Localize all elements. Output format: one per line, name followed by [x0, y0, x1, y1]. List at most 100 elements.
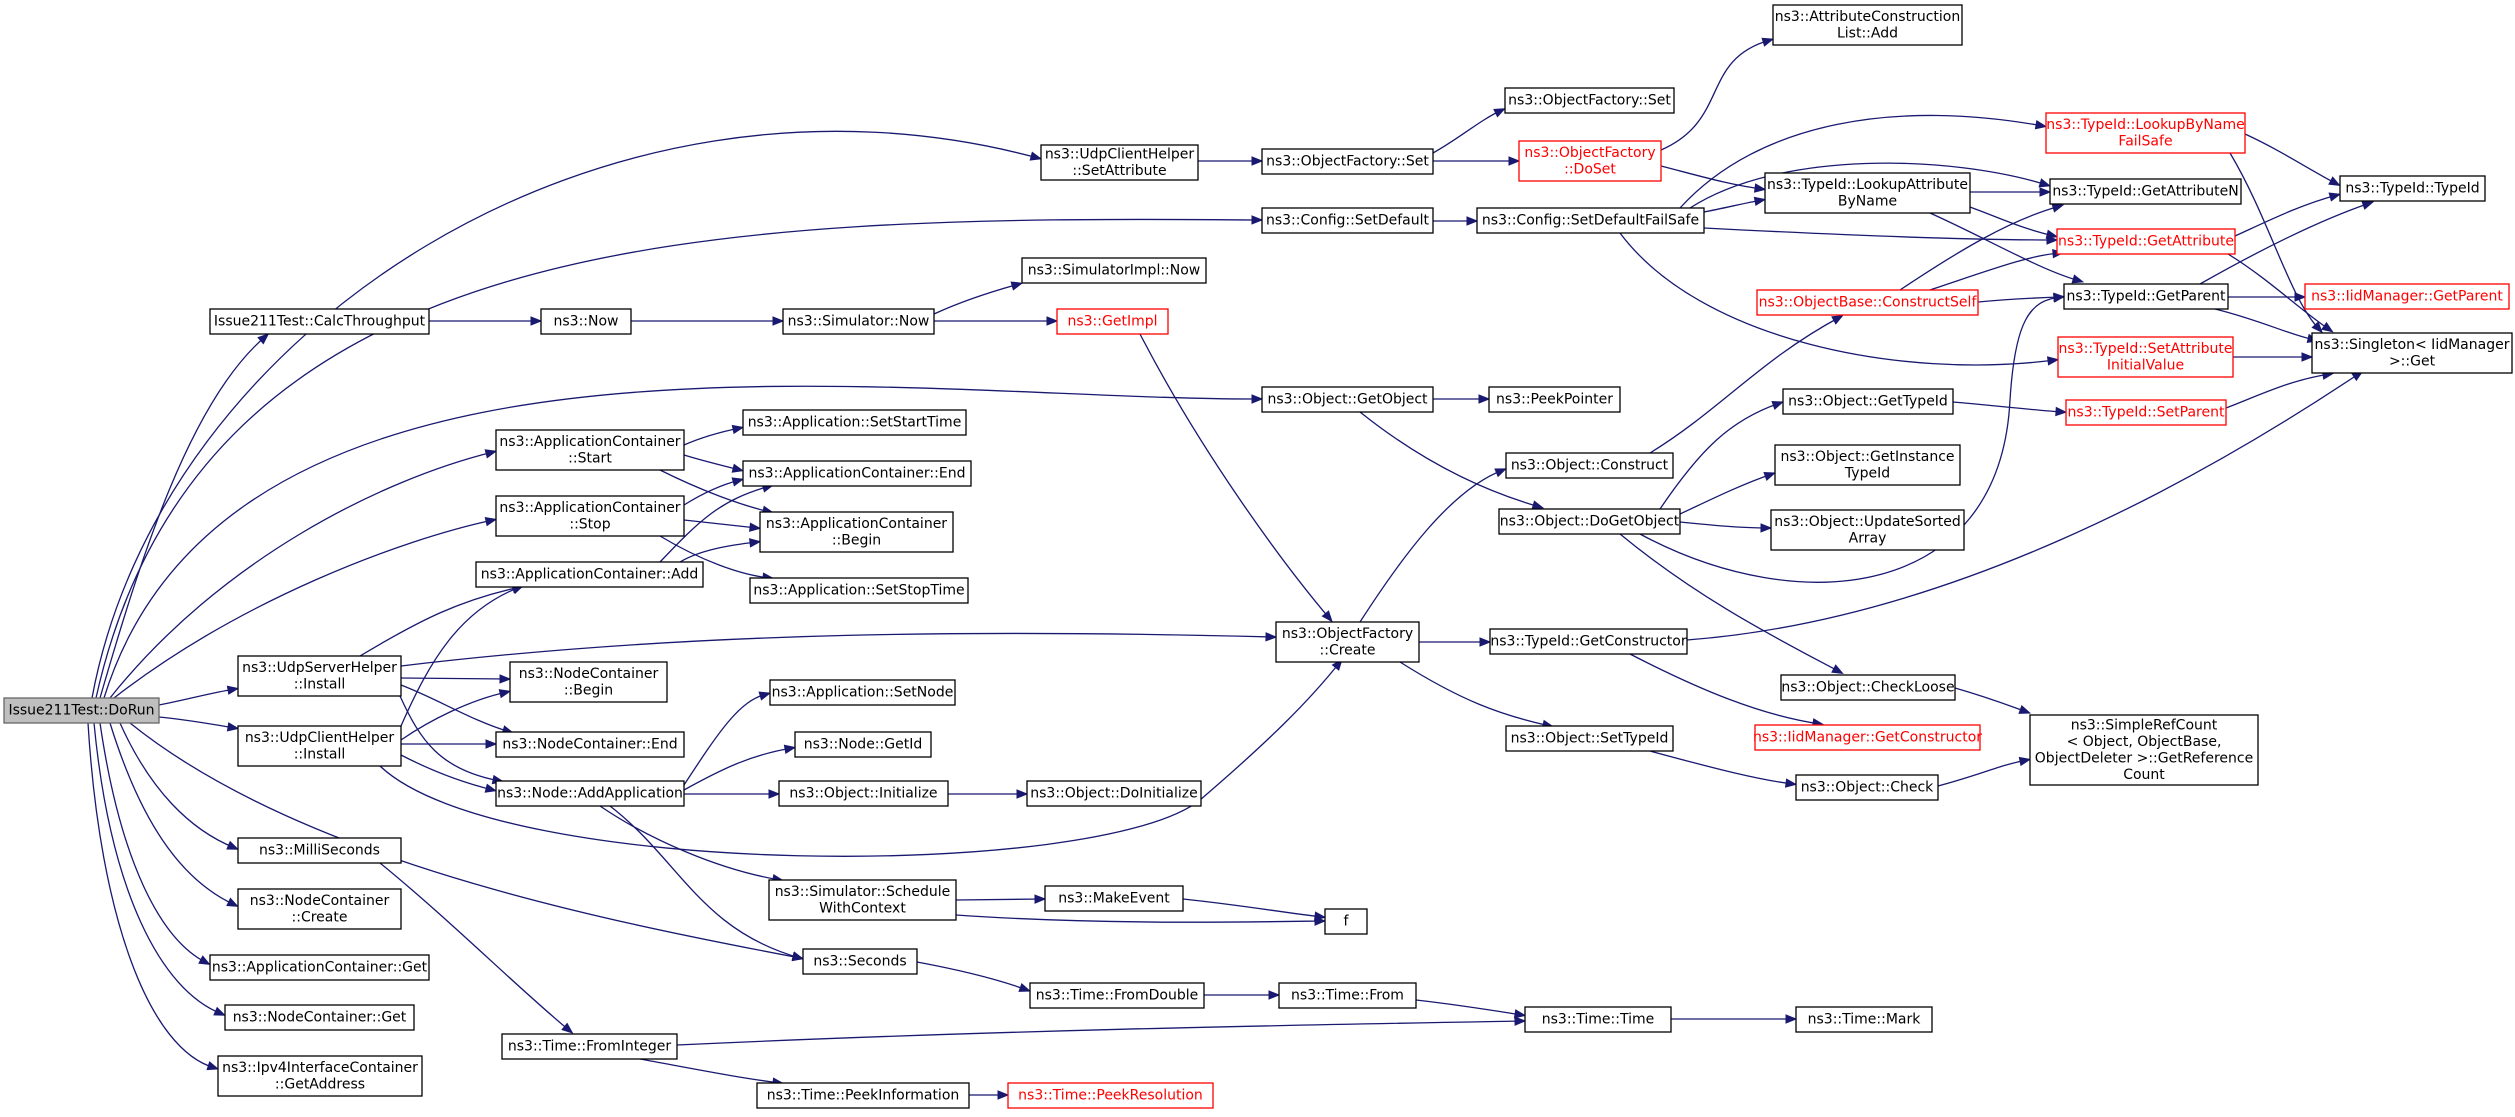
node-box[interactable]	[495, 429, 685, 471]
node-box[interactable]	[742, 460, 972, 487]
node-box[interactable]	[237, 888, 402, 930]
node-time-peekinformation[interactable]: ns3::Time::PeekInformation	[756, 1082, 970, 1109]
node-box[interactable]	[2311, 332, 2513, 374]
node-time-from[interactable]: ns3::Time::From	[1278, 982, 1417, 1009]
node-nodecontainer-begin[interactable]: ns3::NodeContainer::Begin	[509, 661, 668, 703]
node-time-mark[interactable]: ns3::Time::Mark	[1795, 1006, 1933, 1033]
node-config-setdefault[interactable]: ns3::Config::SetDefault	[1261, 207, 1434, 234]
node-typeid-getparent[interactable]: ns3::TypeId::GetParent	[2063, 283, 2229, 310]
node-box[interactable]	[1505, 725, 1674, 752]
node-appcontainer-start[interactable]: ns3::ApplicationContainer::Start	[495, 429, 685, 471]
node-box[interactable]	[749, 577, 969, 604]
node-box[interactable]	[1774, 444, 1961, 486]
node-box[interactable]	[495, 731, 685, 758]
node-appcontainer-stop[interactable]: ns3::ApplicationContainer::Stop	[495, 495, 685, 537]
node-milliseconds[interactable]: ns3::MilliSeconds	[237, 837, 402, 864]
node-box[interactable]	[495, 495, 685, 537]
node-box[interactable]	[1764, 172, 1971, 214]
node-box[interactable]	[782, 308, 935, 335]
node-singleton-get[interactable]: ns3::Singleton< IidManager>::Get	[2311, 332, 2513, 374]
node-ipv4interfacecontainer-getaddress[interactable]: ns3::Ipv4InterfaceContainer::GetAddress	[217, 1055, 423, 1097]
node-box[interactable]	[2056, 228, 2236, 255]
node-objectfactory-set2[interactable]: ns3::ObjectFactory::Set	[1261, 148, 1434, 175]
node-box[interactable]	[224, 1004, 415, 1031]
node-time-frominteger[interactable]: ns3::Time::FromInteger	[501, 1033, 678, 1060]
node-box[interactable]	[501, 1033, 678, 1060]
node-box[interactable]	[1772, 4, 1963, 46]
node-makeevent[interactable]: ns3::MakeEvent	[1044, 885, 1184, 912]
node-box[interactable]	[495, 780, 685, 807]
node-typeid-getattribute[interactable]: ns3::TypeId::GetAttribute	[2056, 228, 2236, 255]
node-time-time[interactable]: ns3::Time::Time	[1524, 1006, 1672, 1033]
node-nodecontainer-get[interactable]: ns3::NodeContainer::Get	[224, 1004, 415, 1031]
node-root[interactable]: Issue211Test::DoRun	[3, 697, 160, 724]
node-box[interactable]	[2065, 399, 2227, 426]
node-box[interactable]	[1780, 674, 1956, 701]
node-typeid-getconstructor[interactable]: ns3::TypeId::GetConstructor	[1489, 628, 1688, 655]
node-box[interactable]	[1524, 1006, 1672, 1033]
node-simulator-now[interactable]: ns3::Simulator::Now	[782, 308, 935, 335]
node-box[interactable]	[1007, 1082, 1214, 1109]
node-time-fromdouble[interactable]: ns3::Time::FromDouble	[1029, 982, 1205, 1009]
node-objectfactory-set[interactable]: ns3::ObjectFactory::Set	[1504, 87, 1675, 114]
node-box[interactable]	[1504, 87, 1675, 114]
node-box[interactable]	[1029, 982, 1205, 1009]
node-box[interactable]	[768, 879, 957, 921]
node-box[interactable]	[2304, 283, 2510, 310]
node-object-initialize[interactable]: ns3::Object::Initialize	[778, 780, 949, 807]
node-box[interactable]	[1754, 724, 1981, 751]
node-now[interactable]: ns3::Now	[540, 308, 632, 335]
node-box[interactable]	[1488, 386, 1621, 413]
node-node-getid[interactable]: ns3::Node::GetId	[794, 731, 932, 758]
node-object-getobject[interactable]: ns3::Object::GetObject	[1261, 386, 1434, 413]
node-box[interactable]	[217, 1055, 423, 1097]
node-peekpointer[interactable]: ns3::PeekPointer	[1488, 386, 1621, 413]
node-box[interactable]	[1056, 308, 1169, 335]
node-box[interactable]	[2045, 112, 2246, 154]
node-box[interactable]	[1505, 452, 1674, 479]
node-box[interactable]	[209, 308, 430, 335]
node-calcthroughput[interactable]: Issue211Test::CalcThroughput	[209, 308, 430, 335]
node-box[interactable]	[509, 661, 668, 703]
node-box[interactable]	[1756, 289, 1979, 316]
node-box[interactable]	[742, 409, 967, 436]
node-typeid-setparent[interactable]: ns3::TypeId::SetParent	[2065, 399, 2227, 426]
node-object-gettypeid[interactable]: ns3::Object::GetTypeId	[1782, 388, 1954, 415]
node-box[interactable]	[3, 697, 160, 724]
node-object-dogetobject[interactable]: ns3::Object::DoGetObject	[1498, 508, 1681, 535]
node-appcontainer-get[interactable]: ns3::ApplicationContainer::Get	[209, 954, 430, 981]
node-simulatorimpl-now[interactable]: ns3::SimulatorImpl::Now	[1021, 257, 1207, 284]
node-box[interactable]	[1261, 148, 1434, 175]
node-box[interactable]	[1476, 207, 1705, 234]
node-appcontainer-begin[interactable]: ns3::ApplicationContainer::Begin	[759, 511, 954, 553]
node-time-peekresolution[interactable]: ns3::Time::PeekResolution	[1007, 1082, 1214, 1109]
node-box[interactable]	[1324, 908, 1368, 935]
node-box[interactable]	[759, 511, 954, 553]
node-appcontainer-add[interactable]: ns3::ApplicationContainer::Add	[475, 561, 704, 588]
node-box[interactable]	[1026, 780, 1202, 807]
node-iidmanager-getconstructor[interactable]: ns3::IidManager::GetConstructor	[1753, 724, 1982, 751]
node-box[interactable]	[1275, 621, 1420, 663]
node-box[interactable]	[2049, 178, 2242, 205]
node-udpclienthelper-install[interactable]: ns3::UdpClientHelper::Install	[237, 725, 402, 767]
node-box[interactable]	[802, 948, 918, 975]
node-config-setdefaultfailsafe[interactable]: ns3::Config::SetDefaultFailSafe	[1476, 207, 1705, 234]
node-typeid-getattributen[interactable]: ns3::TypeId::GetAttributeN	[2049, 178, 2242, 205]
node-box[interactable]	[794, 731, 932, 758]
node-app-setstoptime[interactable]: ns3::Application::SetStopTime	[749, 577, 969, 604]
node-box[interactable]	[1044, 885, 1184, 912]
node-udpclienthelper-setattr[interactable]: ns3::UdpClientHelper::SetAttribute	[1040, 144, 1199, 181]
node-box[interactable]	[778, 780, 949, 807]
node-f[interactable]: f	[1324, 908, 1368, 935]
node-typeid-typeid[interactable]: ns3::TypeId::TypeId	[2339, 175, 2486, 202]
node-object-settypeid[interactable]: ns3::Object::SetTypeId	[1505, 725, 1674, 752]
node-seconds[interactable]: ns3::Seconds	[802, 948, 918, 975]
node-box[interactable]	[2029, 714, 2259, 786]
node-box[interactable]	[237, 725, 402, 767]
node-box[interactable]	[2339, 175, 2486, 202]
